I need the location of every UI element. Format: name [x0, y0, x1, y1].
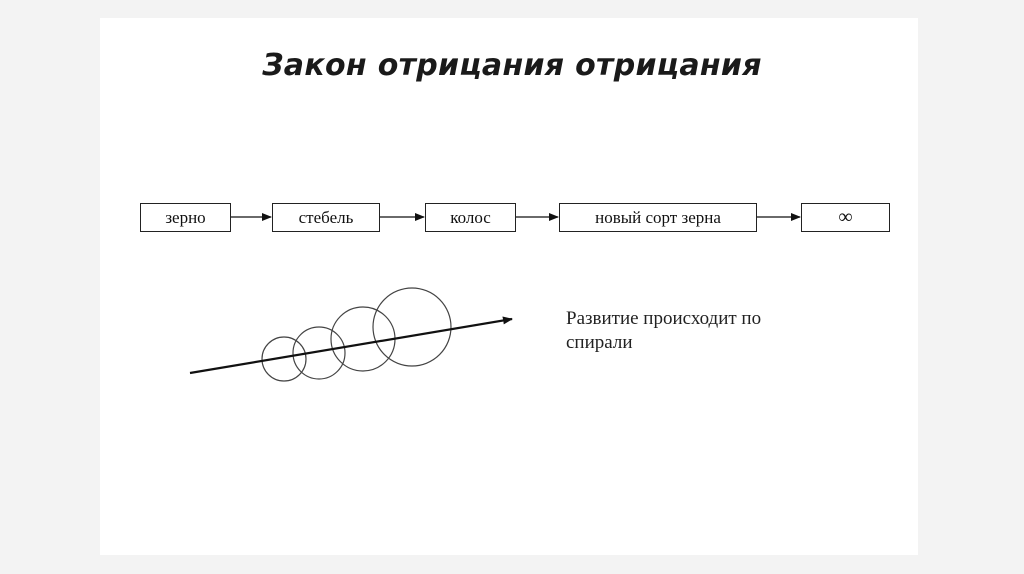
spiral-caption: Развитие происходит по спирали [566, 307, 846, 355]
spiral-circle-1 [261, 336, 307, 382]
stage-box-stem: стебель [272, 203, 380, 232]
development-arrow [189, 316, 513, 375]
slide-title: Закон отрицания отрицания [262, 48, 762, 83]
caption-line-1: Развитие происходит по [566, 308, 762, 329]
stage-box-infinity: ∞ [801, 203, 890, 232]
spiral-circle-2 [292, 326, 346, 380]
stage-box-grain: зерно [140, 203, 231, 232]
stage-box-new-variety: новый сорт зерна [559, 203, 757, 232]
spiral-circle-4 [372, 287, 452, 367]
caption-line-2: спирали [566, 332, 633, 353]
slide-canvas [100, 18, 918, 555]
stage-box-ear: колос [425, 203, 516, 232]
